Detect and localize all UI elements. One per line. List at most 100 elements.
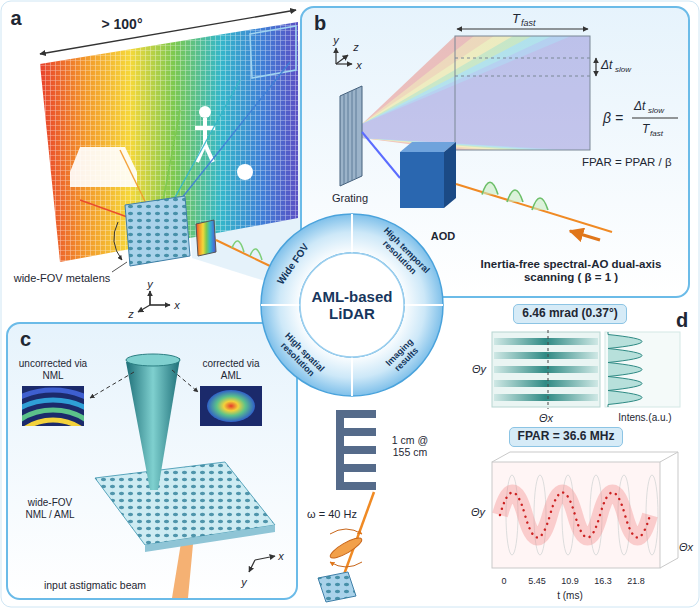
panel-b-illustration [444, 142, 456, 208]
panel-d-illustration [336, 464, 376, 472]
panel-c-illustration [172, 370, 198, 392]
axis-label: y [241, 576, 247, 589]
panel-c-illustration [22, 420, 84, 426]
panel-c-illustration [145, 525, 275, 552]
panel-d-illustration [330, 529, 362, 534]
part-label: wide-FOV metalens [14, 272, 111, 285]
panel-letter: d [676, 309, 688, 332]
hub-core [300, 253, 404, 357]
image-caption: uncorrected via NML [13, 358, 93, 381]
axis-label: z [128, 308, 134, 321]
panel-letter: b [314, 12, 326, 35]
axis-label: Intens.(a.u.) [618, 412, 671, 424]
panel-letter: c [20, 328, 31, 351]
panel-b-illustration [455, 76, 590, 77]
panel-c-illustration [200, 386, 262, 426]
panel-a-illustration [250, 26, 296, 78]
panel-b-illustration [362, 36, 590, 150]
dimension-label: 1 cm @ 155 cm [382, 434, 438, 458]
ring-divider [261, 304, 300, 306]
panel-c-illustration [126, 354, 180, 366]
panel-d-illustration [660, 452, 678, 462]
panel-c-illustration [249, 560, 255, 572]
axis-label: x [174, 299, 180, 312]
hub-title: AML-based LiDAR [302, 288, 402, 323]
panel-d-illustration [548, 330, 549, 409]
panel-a-illustration [125, 196, 190, 266]
panel-b-illustration [457, 28, 588, 29]
tick-label: 5.45 [528, 576, 546, 586]
panel-a-illustration [112, 262, 127, 272]
panel-b-illustration [340, 86, 362, 186]
result-tag: FPAR = 36.6 MHz [509, 427, 624, 447]
part-label: input astigmatic beam [44, 579, 146, 591]
panel-a-illustration [216, 240, 270, 266]
panel-c-illustration [22, 390, 84, 426]
panel-b-illustration [336, 55, 348, 64]
axis-label: Θy [471, 506, 485, 519]
formula: β = [603, 110, 623, 126]
symbol-subscript: slow [615, 65, 631, 74]
axis-label: x [278, 550, 284, 563]
panel-b-illustration [595, 58, 596, 76]
axis-label: z [353, 41, 359, 54]
ring-divider [404, 304, 443, 306]
panel-a-illustration [125, 196, 190, 266]
panel-d-illustration [500, 493, 650, 538]
axis-label: t (ms) [557, 590, 583, 602]
panel-d-illustration [492, 452, 678, 568]
panel-b-illustration [335, 48, 336, 64]
panel-d-illustration [494, 394, 598, 401]
symbol-label: T [512, 12, 520, 27]
formula: Δt [634, 100, 645, 114]
panel-a-illustration [232, 241, 262, 260]
panel-d-illustration [318, 572, 356, 602]
panel-a-illustration [196, 220, 216, 256]
panel-d-illustration [494, 352, 598, 359]
panel-c-illustration [126, 358, 180, 490]
panel-d-illustration [336, 410, 376, 418]
axis-label: Θx [679, 541, 693, 554]
panel-b-illustration [400, 152, 444, 208]
panel-a-illustration [70, 147, 137, 187]
panel-b-illustration [362, 36, 590, 150]
tick-label: 0 [501, 576, 506, 586]
panel-d-illustration [328, 535, 364, 562]
panel-d-illustration [492, 462, 660, 568]
ring-divider [351, 357, 353, 396]
panel-a-illustration [149, 291, 150, 305]
panel-a-illustration [199, 106, 211, 118]
formula: FPAR = PPAR / β [582, 156, 672, 169]
panel-c-illustration [207, 390, 255, 422]
panel-d-illustration [608, 332, 642, 407]
hub-circle: AML-based LiDAR [260, 213, 444, 397]
panel-b-illustration [570, 231, 600, 240]
panel-a-illustration [138, 291, 170, 312]
panel-d-illustration [605, 332, 680, 407]
panel-a-illustration [114, 222, 122, 260]
panel-d-illustration [492, 332, 600, 407]
axis-label: Θy [472, 363, 486, 376]
part-label: Grating [332, 192, 368, 205]
panel-c-illustration [255, 556, 275, 560]
panel-d-illustration [330, 562, 362, 567]
axis-label: y [147, 278, 153, 291]
panel-b-illustration [344, 89, 356, 184]
panel-c-illustration [0, 354, 275, 598]
hub-ring-band [261, 214, 443, 396]
panel-c-illustration [22, 390, 84, 426]
axis-label: Θx [539, 412, 553, 425]
panel-d-illustration [336, 428, 376, 436]
symbol-subscript: fast [521, 18, 536, 28]
ring-divider [351, 214, 353, 253]
symbol-label: Δt [601, 59, 612, 73]
panel-a-illustration [150, 304, 170, 305]
panel-d-illustration [318, 572, 356, 602]
panel-d-illustration [494, 380, 598, 387]
axis-label: y [333, 34, 339, 47]
image-caption: corrected via AML [195, 358, 267, 381]
part-label: AOD [431, 230, 455, 243]
panel-c-illustration [22, 400, 84, 426]
